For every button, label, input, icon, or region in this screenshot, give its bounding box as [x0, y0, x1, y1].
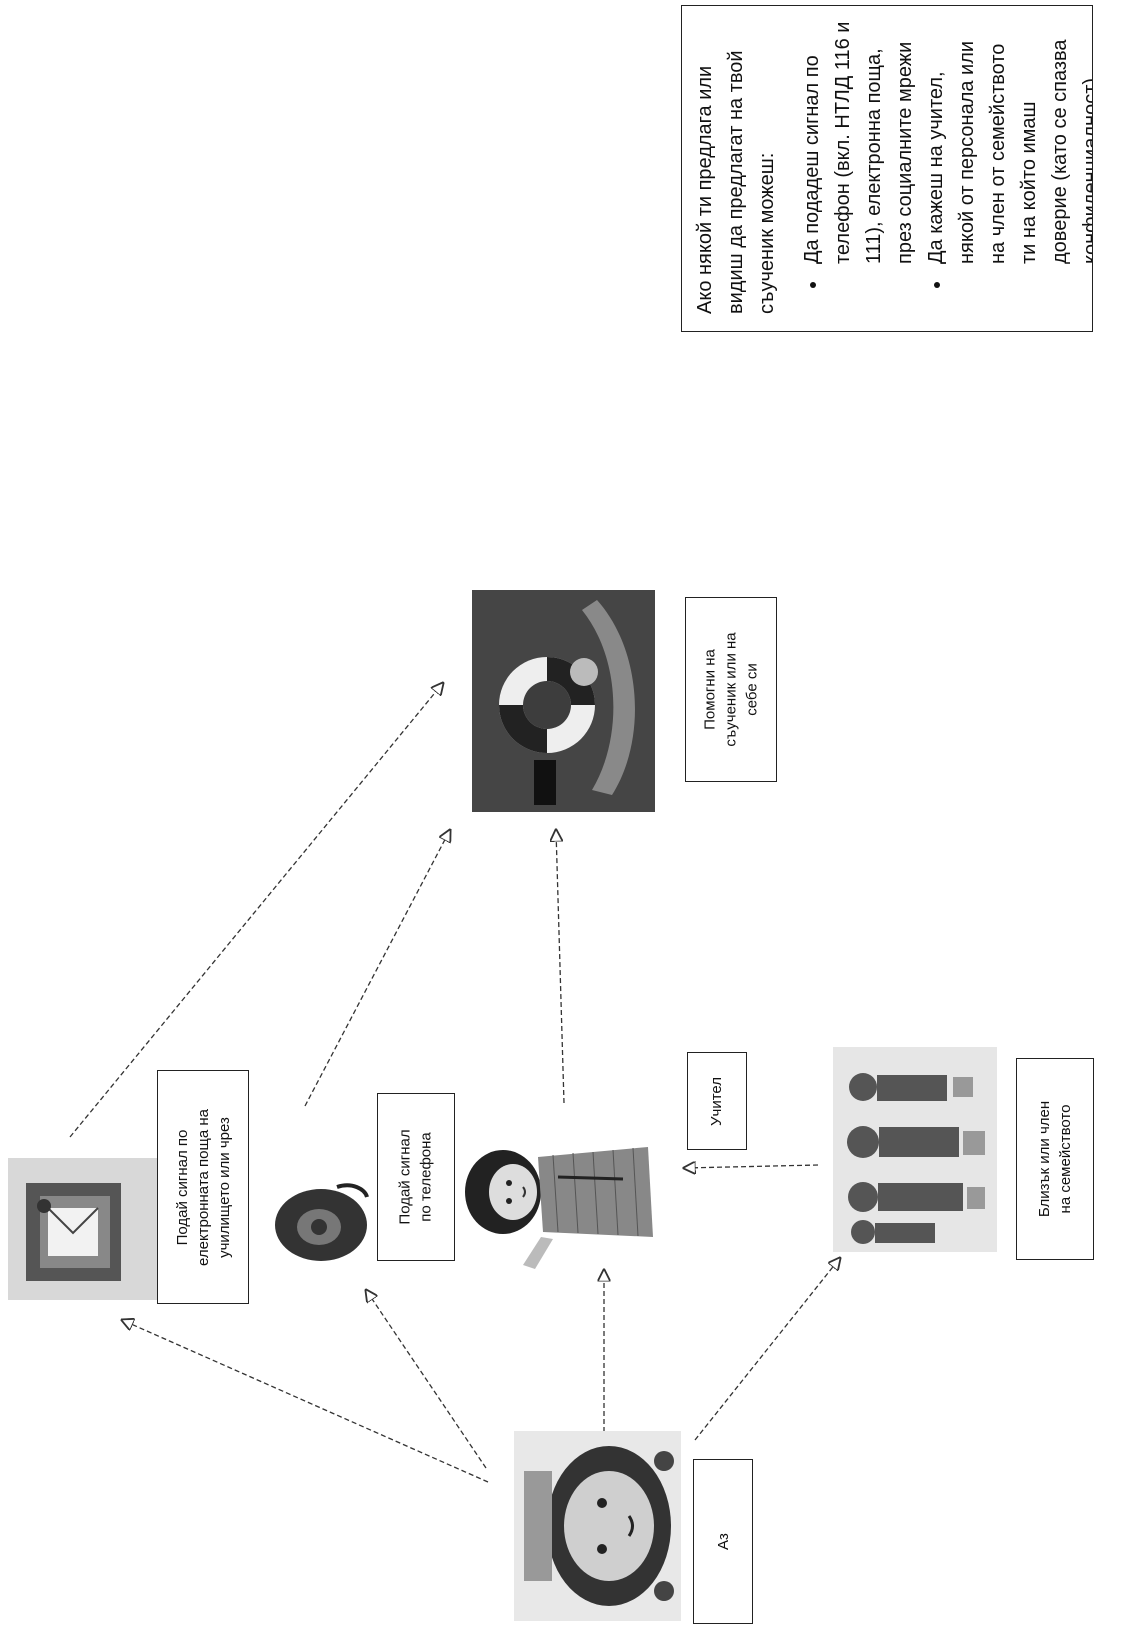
lifebuoy-icon — [472, 590, 655, 812]
help-label: Помогни на съученик или на себе си — [685, 597, 777, 782]
me-label: Аз — [693, 1459, 753, 1624]
arrow-me-to-family — [694, 1258, 840, 1441]
info-bullet-report: Да подадеш сигнал по телефон (вкл. НТЛД … — [797, 20, 921, 270]
arrow-teacher-to-help — [556, 830, 565, 1104]
info-list: Да подадеш сигнал по телефон (вкл. НТЛД … — [797, 20, 1092, 314]
arrow-phone-to-help — [304, 830, 450, 1107]
girl-icon — [514, 1431, 681, 1621]
arrow-me-to-phone — [366, 1290, 487, 1469]
family-label: Близък или член на семейството — [1016, 1058, 1094, 1260]
arrow-me-to-email — [122, 1320, 489, 1483]
info-box: Ако някой ти предлага или видиш да предл… — [681, 5, 1093, 332]
arrow-email-to-help — [69, 683, 443, 1138]
telephone-icon — [267, 1177, 374, 1264]
teacher-label: Учител — [687, 1052, 747, 1150]
info-bullet-tell: Да кажеш на учител, някой от персонала и… — [921, 20, 1092, 270]
email-label: Подай сигнал по електронната поща на учи… — [157, 1070, 249, 1304]
family-icon — [833, 1047, 997, 1252]
arrow-family-to-teacher — [684, 1165, 819, 1168]
teacher-icon — [463, 1107, 663, 1270]
info-intro: Ако някой ти предлага или видиш да предл… — [694, 50, 778, 314]
email-envelope-icon — [8, 1158, 158, 1300]
phone-label: Подай сигнал по телефона — [377, 1093, 455, 1261]
